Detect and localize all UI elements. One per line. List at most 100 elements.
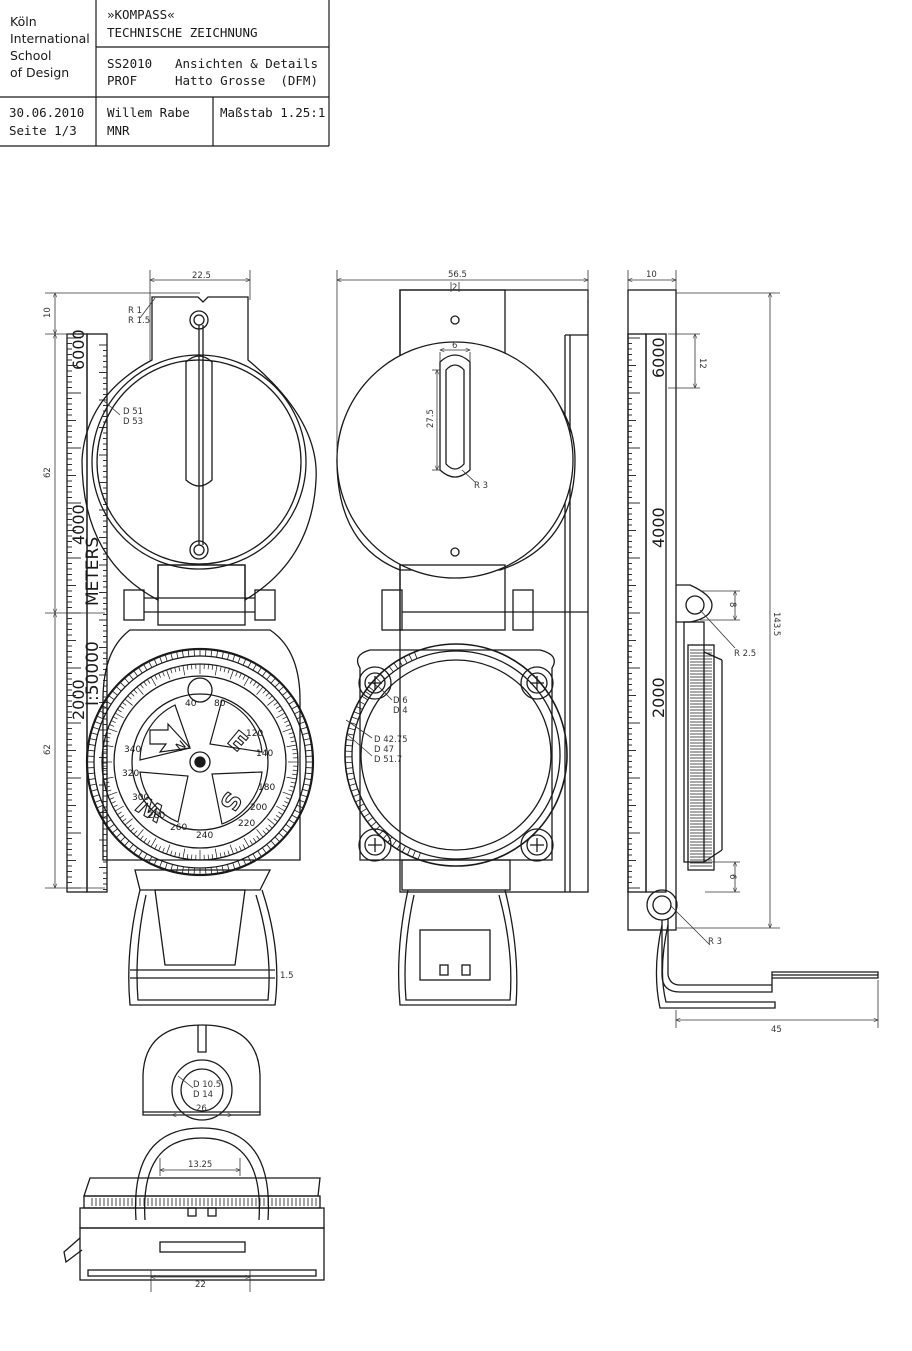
dial-label-240: 240 <box>196 831 213 841</box>
dim-top-width: 26 <box>196 1104 207 1114</box>
front-body <box>102 629 301 861</box>
dim-side-hole: 8 <box>727 602 737 607</box>
side-dimension-labels: 10 12 8 R 2.5 143.5 6 R 3 45 <box>646 270 782 1035</box>
top-dimension-labels: D 10.5 D 14 26 <box>193 1080 221 1114</box>
scale: Maßstab 1.25:1 <box>220 105 326 120</box>
dim-back-slot-length: 27.5 <box>426 409 436 428</box>
dim-side-ring-radius: R 3 <box>708 937 722 947</box>
back-view <box>336 289 589 1006</box>
end-body <box>79 1227 325 1281</box>
lid-slot <box>185 355 213 487</box>
back-slot <box>439 354 471 478</box>
front-sight-frame <box>154 889 246 966</box>
dial-label-80: 80 <box>214 699 226 709</box>
dim-top-d105: D 10.5 <box>193 1080 221 1090</box>
dim-top-d14: D 14 <box>193 1090 213 1100</box>
dim-front-lower: 62 <box>43 744 53 755</box>
dim-front-clip: 1.5 <box>280 971 294 981</box>
dim-side-height: 143.5 <box>771 612 781 636</box>
dim-side-upper: 12 <box>697 358 707 369</box>
dim-side-lower: 6 <box>727 874 737 879</box>
dim-back-screw-d6: D 6 <box>393 696 408 706</box>
subject: Ansichten & Details <box>175 56 318 71</box>
title-block-grid <box>0 0 330 147</box>
dim-back-slot-width: 6 <box>452 341 457 351</box>
dim-front-r1: R 1 <box>128 306 142 316</box>
dial-arrow <box>149 722 192 753</box>
program: MNR <box>107 123 130 138</box>
ruler-label-6000: 6000 <box>69 329 88 370</box>
back-bezel <box>344 643 568 867</box>
dial-label-140: 140 <box>256 749 273 759</box>
side-view <box>627 289 879 1009</box>
side-dimensions <box>628 270 878 1028</box>
date: 30.06.2010 <box>9 105 85 120</box>
top-dimensions <box>172 1075 232 1115</box>
side-body <box>627 289 677 931</box>
back-body <box>356 649 555 861</box>
front-dimensions <box>45 270 275 979</box>
role: PROF <box>107 73 138 88</box>
dial-label-300: 300 <box>132 793 149 803</box>
dim-end-width-bottom: 22 <box>195 1280 206 1290</box>
dim-front-d51: D 51 <box>123 407 143 417</box>
back-screws <box>358 666 554 862</box>
dial-label-180: 180 <box>258 783 275 793</box>
dim-side-hole-radius: R 2.5 <box>734 649 756 659</box>
dim-end-width-top: 13.25 <box>188 1160 212 1170</box>
dial-label-320: 320 <box>122 769 139 779</box>
dim-back-bezel-d517: D 51.7 <box>374 755 402 765</box>
dial-label-340: 340 <box>124 745 141 755</box>
back-sight <box>419 929 491 981</box>
page-number: Seite 1/3 <box>9 123 77 138</box>
dial-label-200: 200 <box>250 803 267 813</box>
dial-label-220: 220 <box>238 819 255 829</box>
dim-front-d53: D 53 <box>123 417 143 427</box>
front-dimension-labels: 22.5 10 R 1 R 1.5 D 51 D 53 62 62 1.5 <box>43 271 294 981</box>
ruler-label-4000: 4000 <box>69 504 88 545</box>
professor: Hatto Grosse (DFM) <box>175 73 318 88</box>
top-lid <box>142 1024 261 1116</box>
dial-label-280: 280 <box>148 811 165 821</box>
end-dimension-labels: 13.25 22 <box>188 1160 212 1290</box>
dim-back-slot-radius: R 3 <box>474 481 488 491</box>
dial-plate <box>139 699 263 825</box>
project-line-2: TECHNISCHE ZEICHNUNG <box>107 25 258 40</box>
label-meters: METERS <box>83 537 103 606</box>
dial-label-120: 120 <box>246 729 263 739</box>
front-view-labels: METERS I:50000 6000 4000 2000 40 80 120 … <box>69 329 275 841</box>
dim-back-screw-d4: D 4 <box>393 706 408 716</box>
ruler-label-2000: 2000 <box>69 679 88 720</box>
dim-back-bezel-d4275: D 42.75 <box>374 735 408 745</box>
author: Willem Rabe <box>107 105 190 120</box>
dim-front-upper: 62 <box>43 467 53 478</box>
dim-front-top: 10 <box>43 307 53 318</box>
dial-label-40: 40 <box>185 699 197 709</box>
dim-back-width: 56.5 <box>448 270 467 280</box>
side-bezel <box>687 644 715 871</box>
semester: SS2010 <box>107 56 153 71</box>
end-dimensions <box>151 1158 250 1292</box>
side-ruler-6000: 6000 <box>649 337 668 378</box>
top-view <box>142 1024 261 1121</box>
dim-front-r15: R 1.5 <box>128 316 150 326</box>
side-ruler-4000: 4000 <box>649 507 668 548</box>
end-view <box>63 1127 325 1281</box>
back-dimensions <box>337 270 588 757</box>
side-view-labels: 6000 4000 2000 <box>649 337 668 718</box>
dim-side-length: 45 <box>771 1025 782 1035</box>
back-dimension-labels: 56.5 2 6 27.5 R 3 D 6 D 4 D 42.75 D 47 D… <box>374 270 488 765</box>
dim-front-width: 22.5 <box>192 271 211 281</box>
dim-back-bezel-d47: D 47 <box>374 745 394 755</box>
end-ring <box>134 1127 270 1221</box>
dial-label-260: 260 <box>170 823 187 833</box>
front-view <box>66 296 317 1006</box>
side-ruler-2000: 2000 <box>649 677 668 718</box>
dim-side-top: 10 <box>646 270 657 280</box>
label-scale-ratio: I:50000 <box>83 641 103 706</box>
project-line-1: »KOMPASS« <box>107 7 175 22</box>
dim-back-notch: 2 <box>452 283 457 293</box>
